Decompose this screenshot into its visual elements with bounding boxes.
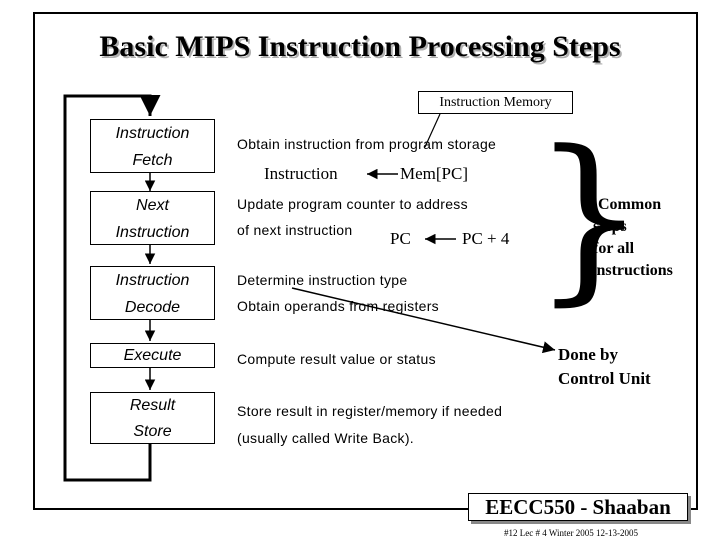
common-steps-line-3: for all: [593, 240, 635, 257]
lecture-meta: #12 Lec # 4 Winter 2005 12-13-2005: [504, 528, 638, 538]
execute-description: Compute result value or status: [237, 351, 436, 367]
store-description-1: Store result in register/memory if neede…: [237, 403, 503, 419]
common-steps-line-1: Common: [598, 196, 662, 213]
next-eq-right: PC + 4: [462, 229, 510, 248]
decode-description-1: Determine instruction type: [237, 272, 408, 288]
done-by-line-2: Control Unit: [558, 369, 651, 388]
store-description-2: (usually called Write Back).: [237, 430, 414, 446]
common-steps-line-2: steps: [593, 218, 627, 235]
next-eq-left: PC: [390, 229, 411, 248]
control-unit-arrow: [291, 287, 556, 354]
instruction-memory-box: Instruction Memory: [418, 91, 573, 114]
next-description-1: Update program counter to address: [237, 196, 468, 212]
fetch-description: Obtain instruction from program storage: [237, 136, 497, 152]
course-footer-box: EECC550 - Shaaban: [468, 493, 688, 521]
right-brace: }: [532, 113, 647, 322]
imem-pointer-line: [424, 113, 441, 148]
step-result-store: Result Store: [90, 392, 215, 444]
next-description-2: of next instruction: [237, 222, 353, 238]
step-instruction-decode: Instruction Decode: [90, 266, 215, 320]
step-execute: Execute: [90, 343, 215, 368]
decode-description-2: Obtain operands from registers: [237, 298, 439, 314]
common-steps-line-4: instructions: [592, 262, 673, 279]
slide-title: Basic MIPS Instruction Processing Steps: [99, 30, 621, 63]
fetch-eq-right: Mem[PC]: [400, 164, 468, 183]
done-by-line-1: Done by: [558, 345, 618, 364]
fetch-eq-left: Instruction: [264, 164, 338, 183]
loop-back-line: [63, 94, 161, 482]
step-next-instruction: Next Instruction: [90, 191, 215, 245]
step-instruction-fetch: Instruction Fetch: [90, 119, 215, 173]
